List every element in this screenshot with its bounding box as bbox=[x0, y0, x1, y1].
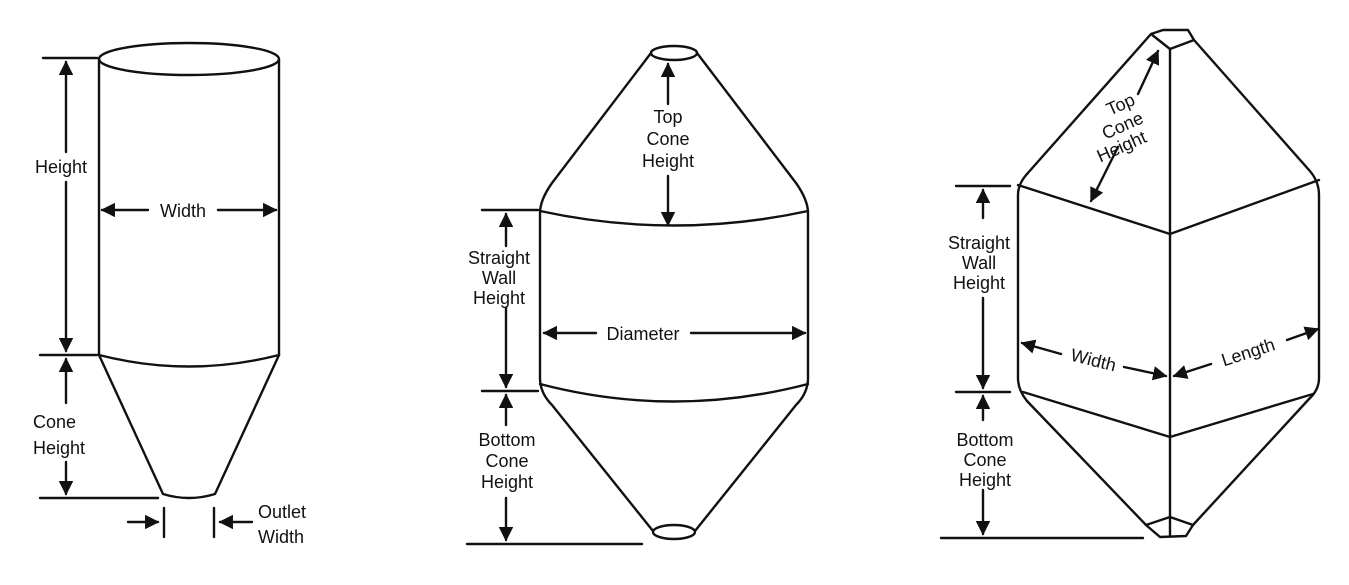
bottom-cone-height-label-line2: Cone bbox=[963, 450, 1006, 470]
length-label: Length bbox=[1219, 334, 1278, 370]
silo-2-double-cone: Top Cone Height Straight Wall Height Dia… bbox=[465, 44, 810, 546]
outlet-width-label-line2: Width bbox=[258, 527, 304, 547]
silo-2-straight-wall-height-dimension: Straight Wall Height bbox=[468, 208, 540, 393]
bottom-cone-height-label-line1: Bottom bbox=[956, 430, 1013, 450]
straight-wall-height-label-line1: Straight bbox=[948, 233, 1010, 253]
width-label: Width bbox=[1069, 345, 1118, 376]
top-cone-height-label-line2: Cone bbox=[646, 129, 689, 149]
silo-3-outline bbox=[1016, 28, 1321, 539]
cone-height-label-line2: Height bbox=[33, 438, 85, 458]
silo-2-top-cone-height-dimension: Top Cone Height bbox=[642, 62, 694, 227]
bottom-cone-height-label-line3: Height bbox=[959, 470, 1011, 490]
bottom-cone-height-label-line1: Bottom bbox=[478, 430, 535, 450]
silo-1-cone-height-dimension: Cone Height bbox=[33, 357, 160, 500]
silo-2-bottom-cone-height-dimension: Bottom Cone Height bbox=[465, 393, 644, 546]
straight-wall-height-label-line1: Straight bbox=[468, 248, 530, 268]
cone-height-label-line1: Cone bbox=[33, 412, 76, 432]
silo-3-top-cone-height-dimension: Top Cone Height bbox=[1089, 49, 1160, 203]
silo-2-diameter-dimension: Diameter bbox=[542, 324, 807, 344]
diameter-label: Diameter bbox=[606, 324, 679, 344]
silo-1-outlet-width-dimension: Outlet Width bbox=[126, 502, 306, 547]
bottom-cone-height-label-line3: Height bbox=[481, 472, 533, 492]
silo-3-straight-wall-height-dimension: Straight Wall Height bbox=[948, 184, 1012, 394]
silo-1-outline bbox=[97, 41, 281, 500]
straight-wall-height-label-line3: Height bbox=[953, 273, 1005, 293]
silo-3-rectangular: Top Cone Height Straight Wall Height Wid… bbox=[939, 28, 1321, 540]
top-cone-height-label-line3: Height bbox=[642, 151, 694, 171]
silo-3-bottom-cone-height-dimension: Bottom Cone Height bbox=[939, 394, 1145, 540]
straight-wall-height-label-line2: Wall bbox=[962, 253, 996, 273]
top-cone-height-label-line1: Top bbox=[653, 107, 682, 127]
width-label: Width bbox=[160, 201, 206, 221]
bottom-cone-height-label-line2: Cone bbox=[485, 451, 528, 471]
silo-1-width-dimension: Width bbox=[100, 201, 278, 221]
height-label: Height bbox=[35, 157, 87, 177]
outlet-width-label-line1: Outlet bbox=[258, 502, 306, 522]
silo-3-width-dimension: Width bbox=[1020, 339, 1168, 381]
straight-wall-height-label-line2: Wall bbox=[482, 268, 516, 288]
silo-1-single-cone: Height Width Cone Height Outlet Width bbox=[33, 41, 306, 547]
straight-wall-height-label-line3: Height bbox=[473, 288, 525, 308]
silo-1-height-dimension: Height bbox=[35, 56, 99, 357]
silo-3-length-dimension: Length bbox=[1172, 326, 1320, 379]
